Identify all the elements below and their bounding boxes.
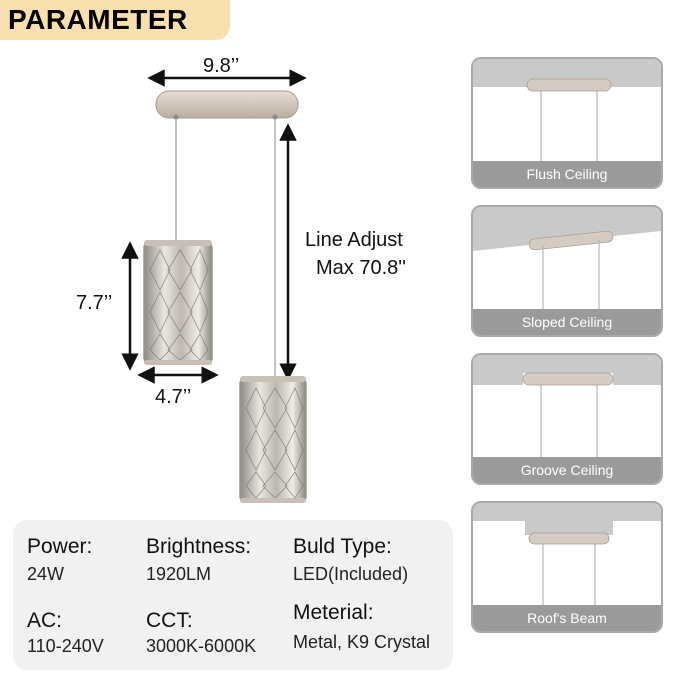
- canopy-plate: [155, 90, 299, 119]
- canopy-screw-right: [272, 114, 278, 120]
- spec-cct-value: 3000K-6000K: [146, 636, 257, 656]
- panel-groove-ceiling: Groove Ceiling: [471, 353, 663, 485]
- spec-material-value: Metal, K9 Crystal: [293, 632, 431, 652]
- spec-bulb-type-value: LED(Included): [293, 564, 409, 584]
- panel-flush-ceiling: Flush Ceiling: [471, 57, 663, 189]
- line-adjust-label: Line Adjust: [305, 229, 403, 251]
- line-adjust-max-label: Max 70.8'': [316, 257, 406, 279]
- spec-bulb-type-label: Buld Type:: [293, 535, 392, 558]
- spec-material-label: Meterial:: [293, 601, 374, 624]
- spec-brightness-value: 1920LM: [146, 564, 212, 584]
- shade-width-label: 4.7’’: [155, 386, 192, 408]
- panel-sloped-ceiling: Sloped Ceiling: [471, 205, 663, 337]
- crystal-shade-left: [143, 240, 213, 365]
- panel-label: Sloped Ceiling: [473, 309, 661, 335]
- spec-power-label: Power:: [27, 535, 93, 558]
- canopy-screw-left: [173, 114, 179, 120]
- groove-ceiling-icon: [473, 355, 661, 457]
- spec-cct-label: CCT:: [146, 609, 193, 632]
- spec-brightness-label: Brightness:: [146, 535, 252, 558]
- roof-beam-icon: [473, 503, 661, 605]
- specs-panel: [13, 520, 453, 670]
- panel-label: Roof's Beam: [473, 605, 661, 631]
- parameter-badge: PARAMETER: [0, 0, 230, 40]
- panel-roof-beam: Roof's Beam: [471, 501, 663, 633]
- spec-power-value: 24W: [27, 564, 65, 584]
- canopy-width-label: 9.8’’: [203, 55, 240, 77]
- sloped-ceiling-icon: [473, 207, 661, 309]
- panel-label: Flush Ceiling: [473, 161, 661, 187]
- page-title: PARAMETER: [8, 4, 188, 35]
- spec-ac-value: 110-240V: [27, 636, 104, 656]
- crystal-shade-right: [239, 376, 307, 503]
- flush-ceiling-icon: [473, 59, 661, 161]
- spec-ac-label: AC:: [27, 609, 63, 632]
- panel-label: Groove Ceiling: [473, 457, 661, 483]
- shade-height-label: 7.7’’: [76, 292, 113, 314]
